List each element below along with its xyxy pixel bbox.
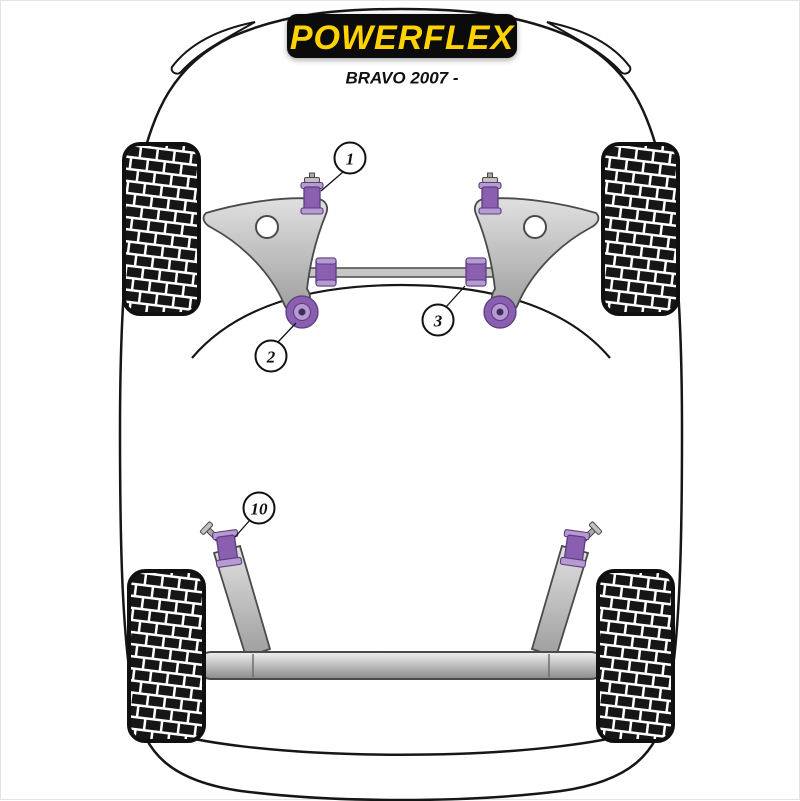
callout-2: 2 [254,322,297,373]
model-label: BRAVO 2007 - [345,69,458,88]
callout-3-circle [421,303,455,337]
callout-1-circle [333,141,367,175]
callout-10-leader [234,519,251,538]
front-left-tire [122,142,201,316]
callout-2-circle [254,339,288,373]
rear-right-tire [596,569,675,743]
logo-brand-text: POWERFLEX [290,19,516,57]
callout-2-number: 2 [266,348,276,367]
callout-10-number: 10 [251,500,269,519]
callout-2-leader [277,322,297,343]
callout-3-number: 3 [433,312,443,331]
rear-axle-beam-bar [197,651,605,680]
powerflex-logo: POWERFLEX [287,14,517,58]
front-arm-top-bush-right [478,172,502,215]
callout-3: 3 [421,285,466,337]
rear-axle-beam [197,651,605,680]
front-right-tire [601,142,680,316]
anti-roll-bar-bush-right [465,257,487,287]
front-arm-rear-bush-right [483,295,517,329]
front-subframe-line [191,283,611,359]
front-arm-top-bush-left [300,172,324,215]
logo-background [287,14,517,58]
anti-roll-bar-bush-left [315,257,337,287]
callout-10-circle [242,491,276,525]
callout-1-leader [320,171,344,192]
front-arm-rear-bush-left [285,295,319,329]
rear-left-tire [127,569,206,743]
callout-10: 10 [234,491,276,538]
callout-1-number: 1 [346,150,355,169]
callout-1: 1 [320,141,367,192]
callout-3-leader [445,285,466,308]
